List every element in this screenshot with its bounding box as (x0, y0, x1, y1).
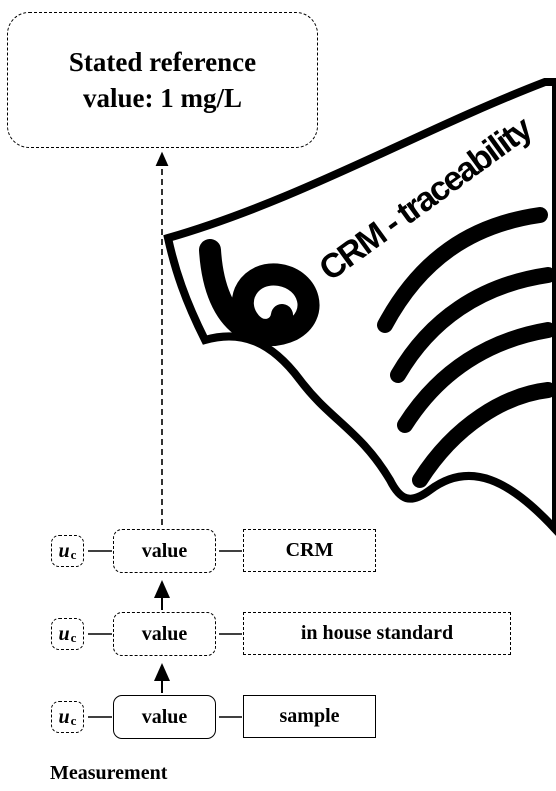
crm-label: CRM (285, 539, 334, 561)
value-label: value (141, 705, 188, 728)
sample-value-box: value (113, 695, 216, 739)
crm-box: CRM (243, 529, 376, 572)
reference-line-1: Stated reference (68, 47, 257, 77)
row-connectors (88, 550, 242, 718)
uncertainty-subscript: c (70, 713, 77, 728)
uncertainty-subscript: c (70, 547, 77, 562)
in-house-standard-label: in house standard (300, 622, 454, 644)
value-label: value (141, 622, 188, 645)
crm-value-box: value (113, 529, 216, 573)
standard-value-box: value (113, 612, 216, 656)
reference-value-box: Stated reference value: 1 mg/L (7, 12, 318, 148)
uncertainty-symbol: u (58, 539, 70, 562)
reference-line-2: value: 1 mg/L (83, 83, 242, 113)
certificate-scroll-icon: CRM - traceability (163, 78, 556, 536)
value-label: value (141, 539, 188, 562)
sample-box: sample (243, 695, 376, 738)
in-house-standard-box: in house standard (243, 612, 511, 655)
uncertainty-subscript: c (70, 630, 77, 645)
uncertainty-symbol: u (58, 705, 70, 728)
measurement-label: Measurement (50, 762, 168, 784)
uncertainty-symbol: u (58, 622, 70, 645)
sample-label: sample (279, 705, 340, 727)
